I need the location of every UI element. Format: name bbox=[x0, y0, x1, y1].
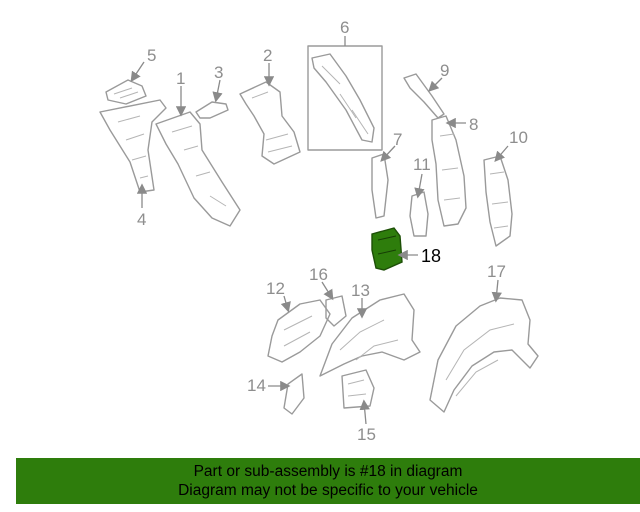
part-17-drawing bbox=[429, 297, 539, 413]
callout-11: 11 bbox=[413, 155, 431, 174]
callout-labels: 1 2 3 4 5 6 7 8 9 10 11 12 13 14 15 16 1… bbox=[137, 18, 528, 444]
callout-18: 18 bbox=[421, 246, 441, 266]
part-6-drawing bbox=[307, 45, 383, 151]
part-12-drawing bbox=[267, 299, 331, 363]
callout-3: 3 bbox=[214, 63, 223, 82]
part-11-drawing bbox=[409, 191, 429, 237]
callout-7: 7 bbox=[393, 130, 402, 149]
part-4-drawing bbox=[99, 99, 167, 193]
fitment-banner: Part or sub-assembly is #18 in diagram D… bbox=[16, 458, 640, 504]
part-3-drawing bbox=[195, 101, 229, 119]
callout-13: 13 bbox=[351, 281, 370, 300]
callout-15: 15 bbox=[357, 425, 376, 444]
part-7-drawing bbox=[371, 153, 389, 219]
banner-line-1: Part or sub-assembly is #18 in diagram bbox=[193, 463, 463, 480]
parts-diagram: 1 2 3 4 5 6 7 8 9 10 11 12 13 14 15 16 1… bbox=[99, 18, 539, 444]
part-16-drawing bbox=[325, 295, 347, 327]
callout-8: 8 bbox=[469, 115, 478, 134]
callout-1: 1 bbox=[176, 69, 185, 88]
part-18-highlighted bbox=[371, 227, 403, 271]
part-9-drawing bbox=[403, 73, 445, 119]
leader-lines bbox=[130, 36, 509, 425]
callout-14: 14 bbox=[247, 376, 266, 395]
callout-16: 16 bbox=[309, 265, 328, 284]
callout-17: 17 bbox=[487, 262, 506, 281]
callout-10: 10 bbox=[509, 128, 528, 147]
banner-line-2: Diagram may not be specific to your vehi… bbox=[178, 482, 478, 499]
callout-9: 9 bbox=[440, 61, 449, 80]
part-2-drawing bbox=[239, 81, 301, 165]
callout-5: 5 bbox=[147, 46, 156, 65]
callout-4: 4 bbox=[137, 210, 146, 229]
callout-2: 2 bbox=[263, 46, 272, 65]
part-10-drawing bbox=[483, 155, 513, 247]
part-13-drawing bbox=[319, 293, 421, 377]
part-8-drawing bbox=[431, 115, 467, 227]
part-15-drawing bbox=[341, 369, 375, 409]
callout-12: 12 bbox=[266, 279, 285, 298]
part-14-drawing bbox=[283, 373, 305, 415]
callout-6: 6 bbox=[340, 18, 349, 37]
part-1-drawing bbox=[155, 111, 241, 227]
part-5-drawing bbox=[105, 79, 147, 105]
